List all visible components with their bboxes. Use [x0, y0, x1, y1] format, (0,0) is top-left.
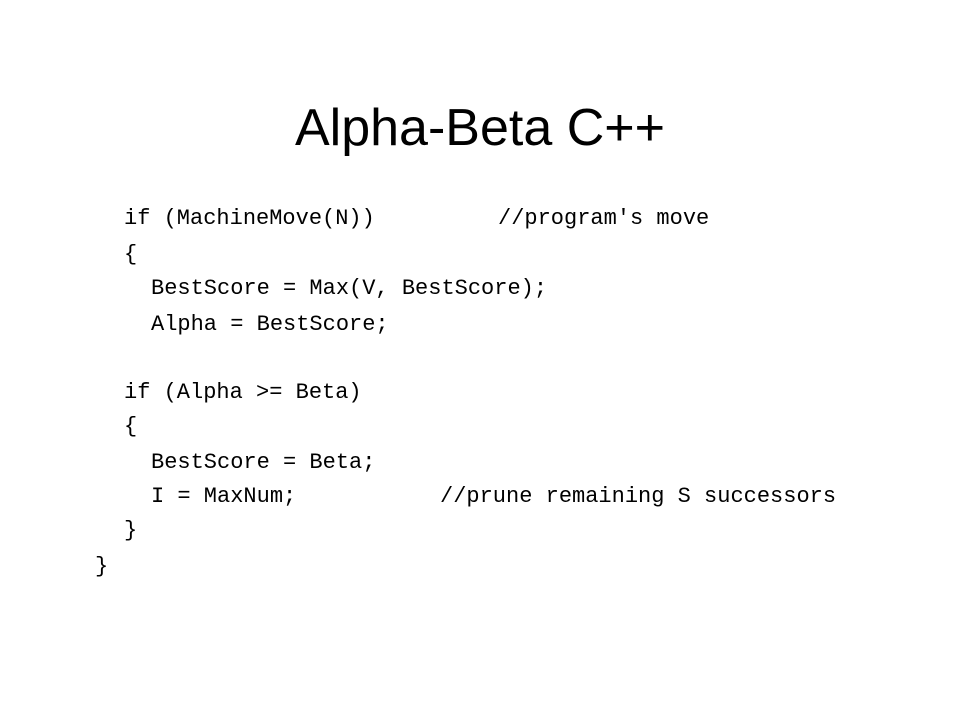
code-line: Alpha = BestScore; — [151, 312, 389, 337]
code-line: { — [124, 242, 138, 267]
code-line: BestScore = Beta; — [151, 450, 376, 475]
code-comment: //program's move — [498, 206, 710, 231]
code-comment: //prune remaining S successors — [440, 484, 837, 509]
code-line: if (MachineMove(N)) — [124, 206, 375, 231]
code-line: BestScore = Max(V, BestScore); — [151, 276, 548, 301]
code-line: } — [124, 518, 138, 543]
slide-title: Alpha-Beta C++ — [294, 99, 666, 157]
code-line: { — [124, 414, 138, 439]
code-line: if (Alpha >= Beta) — [124, 380, 362, 405]
code-line: } — [95, 554, 109, 579]
code-line: I = MaxNum; — [151, 484, 297, 509]
